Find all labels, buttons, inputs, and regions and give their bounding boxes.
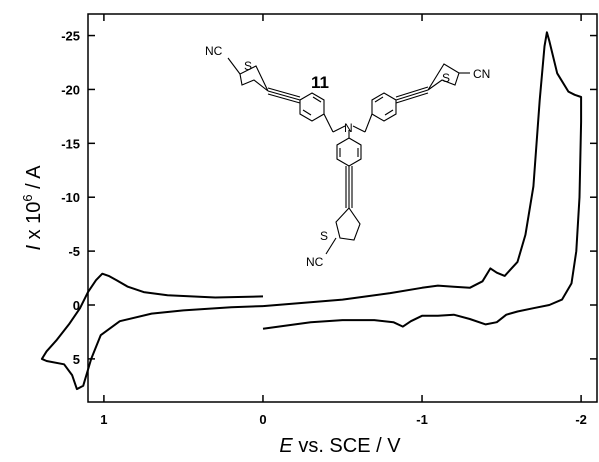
molecule-label-s-right: S [442, 71, 450, 85]
x-tick-label: -2 [575, 412, 587, 427]
molecule-label-nc-top: NC [205, 44, 223, 58]
ring-bond [302, 109, 312, 116]
y-tick-label: -25 [61, 29, 80, 44]
y-tick-label: -15 [61, 136, 80, 151]
ring-bond [384, 109, 394, 116]
n-bond-right [352, 125, 366, 133]
ring-left-to-n [323, 113, 334, 133]
x-axis-title-symbol: E [279, 435, 293, 457]
plot-frame [87, 13, 598, 403]
benzene-ring-bottom [336, 137, 362, 167]
cv-trace-reduction [262, 31, 583, 330]
x-axis-title-rest: vs. SCE / V [293, 435, 401, 457]
y-tick-label: -20 [61, 82, 80, 97]
n-bond-left [332, 125, 346, 133]
alkyne-right-2 [395, 86, 429, 98]
y-axis-title-symbol: I [23, 245, 45, 251]
cv-trace-oxidation [40, 272, 264, 391]
thiophene-ring-bottom [335, 207, 361, 241]
y-axis-title-pre: x 10 [23, 202, 45, 245]
y-axis-title: I x 106 / A [20, 165, 45, 251]
ring-bond [374, 96, 384, 103]
benzene-ring-right [371, 92, 397, 122]
molecule-label-n-center: N [344, 121, 353, 135]
alkyne-right-3 [395, 92, 429, 104]
y-tick-label: -10 [61, 190, 80, 205]
axis-ticks: 1 0 -1 -2 -25 -20 -15 -10 -5 0 5 [61, 14, 597, 427]
y-axis-title-superscript: 6 [20, 194, 35, 201]
y-tick-label: 0 [73, 298, 80, 313]
alkyne-right [395, 89, 429, 101]
cv-curve-layer [40, 31, 583, 391]
molecule-label-nc-bottom: NC [306, 255, 324, 269]
molecule-label-s-left: S [244, 59, 252, 73]
thiophene-ring-left [239, 65, 269, 92]
x-tick-label: 1 [100, 412, 107, 427]
thiophene-ring-right [427, 63, 460, 91]
benzene-ring-left [299, 92, 325, 122]
nitrile-bond-bottom [325, 237, 337, 255]
molecule-label-cn-right: CN [473, 67, 490, 81]
molecule-label-s-bottom: S [320, 229, 328, 243]
alkyne-left-2 [267, 87, 301, 98]
alkyne-left-3 [267, 93, 301, 104]
y-axis-title-post: / A [23, 165, 45, 195]
ring-right-to-n [364, 113, 373, 133]
molecule-structure-inset [227, 57, 470, 255]
alkyne-left [267, 90, 301, 101]
y-tick-label: -5 [68, 244, 80, 259]
x-axis-title: E vs. SCE / V [279, 435, 401, 457]
ring-bond [312, 96, 322, 103]
compound-number-label: 11 [311, 73, 329, 92]
y-tick-label: 5 [73, 352, 80, 367]
nitrile-bond-left [227, 57, 241, 75]
x-tick-label: -1 [416, 412, 428, 427]
x-tick-label: 0 [259, 412, 266, 427]
